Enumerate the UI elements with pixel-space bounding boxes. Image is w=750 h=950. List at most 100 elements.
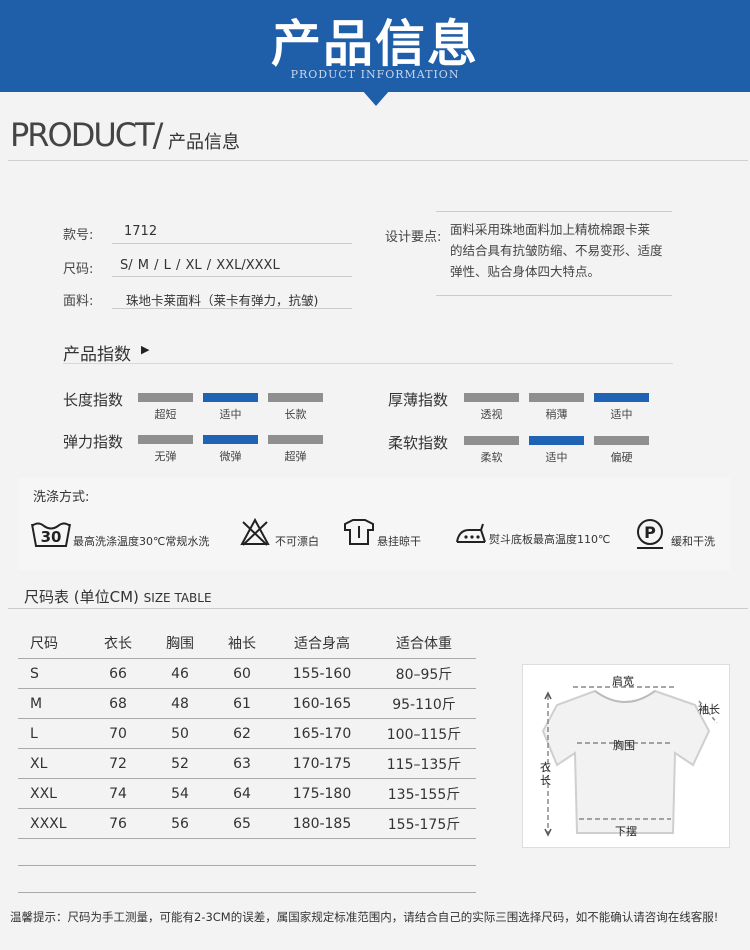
fabric-label: 面料:: [63, 294, 94, 309]
elasticity-option: 超弹: [284, 450, 307, 463]
height-cell: 155-160: [272, 658, 372, 689]
thickness-option: 适中: [610, 408, 633, 421]
length-cell: 72: [88, 748, 148, 779]
length-cell: 70: [88, 718, 148, 749]
hang-dry-icon: [343, 518, 375, 550]
sleeve-cell: 63: [212, 748, 272, 779]
sleeve-cell: 65: [212, 808, 272, 839]
sleeve-cell: 64: [212, 778, 272, 809]
header-banner: 产品信息 PRODUCT INFORMATION: [0, 0, 750, 92]
table-row-empty: [18, 865, 476, 893]
index-title: 产品指数: [63, 345, 131, 365]
size-cell: M: [18, 688, 88, 719]
diagram-hem-label: 下摆: [615, 825, 637, 838]
tshirt-outline: [541, 686, 718, 837]
heading-divider: [8, 160, 748, 161]
size-label: 尺码:: [63, 262, 94, 277]
banner-subtitle: PRODUCT INFORMATION: [290, 68, 460, 81]
header-cell: 衣长: [88, 628, 148, 659]
elasticity-index-label: 弹力指数: [63, 433, 124, 451]
chest-cell: 46: [148, 658, 212, 689]
size-table-header: 尺码 衣长 胸围 袖长 适合身高 适合体重: [18, 628, 476, 659]
thickness-option: 透视: [480, 408, 503, 421]
no-bleach-text: 不可漂白: [275, 535, 319, 548]
chest-cell: 56: [148, 808, 212, 839]
weight-cell: 135-155斤: [372, 778, 476, 809]
height-cell: 180-185: [272, 808, 372, 839]
height-cell: 170-175: [272, 748, 372, 779]
length-bar-long: [268, 393, 323, 402]
length-bar-short: [138, 393, 193, 402]
height-cell: 160-165: [272, 688, 372, 719]
banner-title: 产品信息: [271, 15, 479, 73]
style-no-value: 1712: [124, 224, 158, 239]
size-cell: L: [18, 718, 88, 749]
elasticity-option: 无弹: [154, 450, 177, 463]
design-bottom-line: [436, 295, 672, 296]
header-cell: 袖长: [212, 628, 272, 659]
length-index-label: 长度指数: [63, 391, 124, 409]
design-line: 弹性、贴合身体四大特点。: [450, 264, 601, 279]
product-heading-en: PRODUCT/: [10, 116, 163, 154]
dry-clean-badge: P: [644, 523, 656, 542]
weight-cell: 100–115斤: [372, 718, 476, 749]
size-cell: XXL: [18, 778, 88, 809]
design-label: 设计要点:: [385, 230, 442, 245]
design-line: 面料采用珠地面料加上精梳棉跟卡莱: [450, 222, 651, 237]
hang-dry-text: 悬挂晾干: [377, 535, 421, 548]
measurement-diagram: 肩宽 袖长 胸围 衣长 下摆: [522, 664, 730, 848]
thickness-option: 稍薄: [545, 408, 568, 421]
design-line: 的结合具有抗皱防缩、不易变形、适度: [450, 243, 663, 258]
size-table-title-en: SIZE TABLE: [143, 591, 212, 605]
elasticity-option: 微弹: [219, 450, 242, 463]
washing-title: 洗涤方式:: [33, 490, 90, 505]
length-cell: 74: [88, 778, 148, 809]
wash-temp-badge: 30: [41, 528, 62, 546]
size-cell: XL: [18, 748, 88, 779]
design-top-line: [436, 211, 672, 212]
thickness-bar-medium: [594, 393, 649, 402]
play-arrow-icon: ▶: [141, 343, 150, 356]
table-row: L 70 50 62 165-170 100–115斤: [18, 718, 476, 749]
length-cell: 66: [88, 658, 148, 689]
length-bar-medium: [203, 393, 258, 402]
fabric-value: 珠地卡莱面料（莱卡有弹力，抗皱): [126, 293, 319, 308]
size-table-title: 尺码表 (单位CM) SIZE TABLE: [24, 586, 212, 607]
footer-tip: 温馨提示：尺码为手工测量，可能有2-3CM的误差，属国家规定标准范围内，请结合自…: [10, 910, 719, 924]
table-row: XXL 74 54 64 175-180 135-155斤: [18, 778, 476, 809]
length-cell: 76: [88, 808, 148, 839]
elasticity-bar-slight: [203, 435, 258, 444]
table-row: XL 72 52 63 170-175 115–135斤: [18, 748, 476, 779]
length-option: 长款: [284, 408, 307, 421]
elasticity-bar-none: [138, 435, 193, 444]
height-cell: 165-170: [272, 718, 372, 749]
size-table: 尺码 衣长 胸围 袖长 适合身高 适合体重 S 66 46 60 155-160…: [18, 628, 476, 893]
weight-cell: 95-110斤: [372, 688, 476, 719]
table-row: S 66 46 60 155-160 80–95斤: [18, 658, 476, 689]
product-heading: PRODUCT/ 产品信息: [8, 116, 748, 158]
wash-30-icon: 30: [31, 520, 71, 552]
style-no-label: 款号:: [63, 228, 94, 243]
height-cell: 175-180: [272, 778, 372, 809]
elasticity-bar-high: [268, 435, 323, 444]
sleeve-cell: 60: [212, 658, 272, 689]
softness-bar-stiff: [594, 436, 649, 445]
weight-cell: 115–135斤: [372, 748, 476, 779]
sleeve-cell: 61: [212, 688, 272, 719]
softness-option: 柔软: [480, 451, 503, 464]
size-cell: XXXL: [18, 808, 88, 839]
table-row-empty: [18, 838, 476, 866]
wash-30-text: 最高洗涤温度30℃常规水洗: [73, 535, 210, 548]
weight-cell: 155-175斤: [372, 808, 476, 839]
softness-option: 适中: [545, 451, 568, 464]
info-underline: [112, 276, 352, 277]
thickness-bar-thin: [529, 393, 584, 402]
softness-bar-soft: [464, 436, 519, 445]
size-value: S/ M / L / XL / XXL/XXXL: [120, 258, 280, 273]
chest-cell: 52: [148, 748, 212, 779]
header-cell: 适合身高: [272, 628, 372, 659]
table-row: M 68 48 61 160-165 95-110斤: [18, 688, 476, 719]
index-divider: [63, 363, 673, 364]
header-cell: 尺码: [18, 628, 88, 659]
chest-cell: 48: [148, 688, 212, 719]
